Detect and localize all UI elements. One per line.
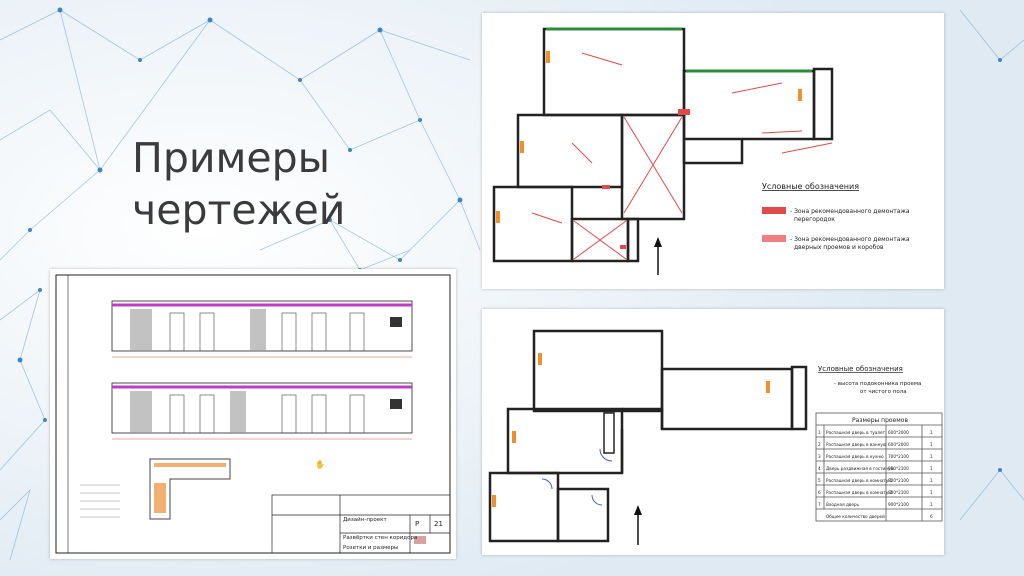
openings-legend-title: Условные обозначения	[818, 365, 903, 373]
stamp-line2: Развёртки стен коридора	[343, 535, 417, 541]
openings-row-7-q: 1	[930, 502, 933, 507]
openings-row-5-n: 5	[818, 478, 821, 483]
demolition-swatch-doors	[762, 235, 786, 242]
demolition-legend-item2-line2: дверных проемов и коробов	[794, 244, 884, 251]
svg-text:✋: ✋	[315, 459, 325, 469]
corridor-elevations-drawing: ✋ Дизайн-проект Развёртки стен коридора …	[50, 269, 456, 559]
openings-row-6-n: 6	[818, 490, 821, 495]
openings-row-5-name: Распашная дверь в комнату 1	[826, 478, 893, 483]
demolition-legend-item1-line2: перегородок	[794, 216, 835, 223]
openings-row-4-q: 1	[930, 466, 933, 471]
stamp-line3: Розетки и размеры	[343, 545, 398, 551]
openings-row-6-q: 1	[930, 490, 933, 495]
openings-row-4-size: 950*2100	[888, 466, 909, 471]
openings-table-title: Размеры проемов	[852, 417, 908, 424]
demolition-legend-item1-line1: - Зона рекомендованного демонтажа	[790, 208, 910, 215]
stamp-sheet-number: 21	[434, 520, 443, 528]
openings-row-5-q: 1	[930, 478, 933, 483]
openings-total-value: 6	[930, 514, 933, 519]
slide-title-line2: чертежей	[132, 186, 346, 235]
slide-title: Примеры чертежей	[132, 132, 392, 236]
demolition-legend-item2-line1: - Зона рекомендованного демонтажа	[790, 236, 910, 243]
openings-row-7-n: 7	[818, 502, 821, 507]
openings-row-4-name: Дверь раздвижная в гостиную	[826, 466, 894, 471]
demolition-plan-drawing: Условные обозначения - Зона рекомендован…	[482, 13, 944, 289]
openings-row-7-name: Входная дверь	[826, 502, 860, 507]
stamp-line1: Дизайн-проект	[343, 516, 387, 523]
openings-row-1-q: 1	[930, 430, 933, 435]
openings-row-3-size: 700*2100	[888, 454, 909, 459]
openings-row-1-name: Распашная дверь в туалет	[826, 430, 886, 435]
openings-row-6-size: 800*2100	[888, 490, 909, 495]
openings-row-3-name: Распашная дверь в кухню	[826, 454, 884, 459]
openings-row-7-size: 900*2100	[888, 502, 909, 507]
openings-row-5-size: 800*2100	[888, 478, 909, 483]
openings-row-2-n: 2	[818, 442, 821, 447]
stamp-sheet-label: Р	[415, 520, 419, 528]
openings-row-6-name: Распашная дверь в комнату 2	[826, 490, 893, 495]
slide-title-line1: Примеры	[132, 134, 331, 183]
openings-row-1-n: 1	[818, 430, 821, 435]
openings-row-3-n: 3	[818, 454, 821, 459]
openings-row-4-n: 4	[818, 466, 821, 471]
demolition-swatch-walls	[762, 207, 786, 214]
demolition-legend-title: Условные обозначения	[762, 182, 859, 191]
openings-row-2-size: 600*2000	[888, 442, 909, 447]
openings-row-1-size: 600*2000	[888, 430, 909, 435]
openings-row-2-name: Распашная дверь в ванную	[826, 442, 887, 447]
openings-row-3-q: 1	[930, 454, 933, 459]
door-openings-plan-drawing: Условные обозначения - высота подоконник…	[482, 309, 944, 555]
openings-row-2-q: 1	[930, 442, 933, 447]
openings-total-label: Общее количество дверей	[826, 514, 885, 519]
openings-legend-item-line2: от чистого пола	[860, 389, 907, 395]
openings-table	[815, 412, 943, 522]
openings-legend-item-line1: - высота подоконника проема	[834, 381, 921, 387]
